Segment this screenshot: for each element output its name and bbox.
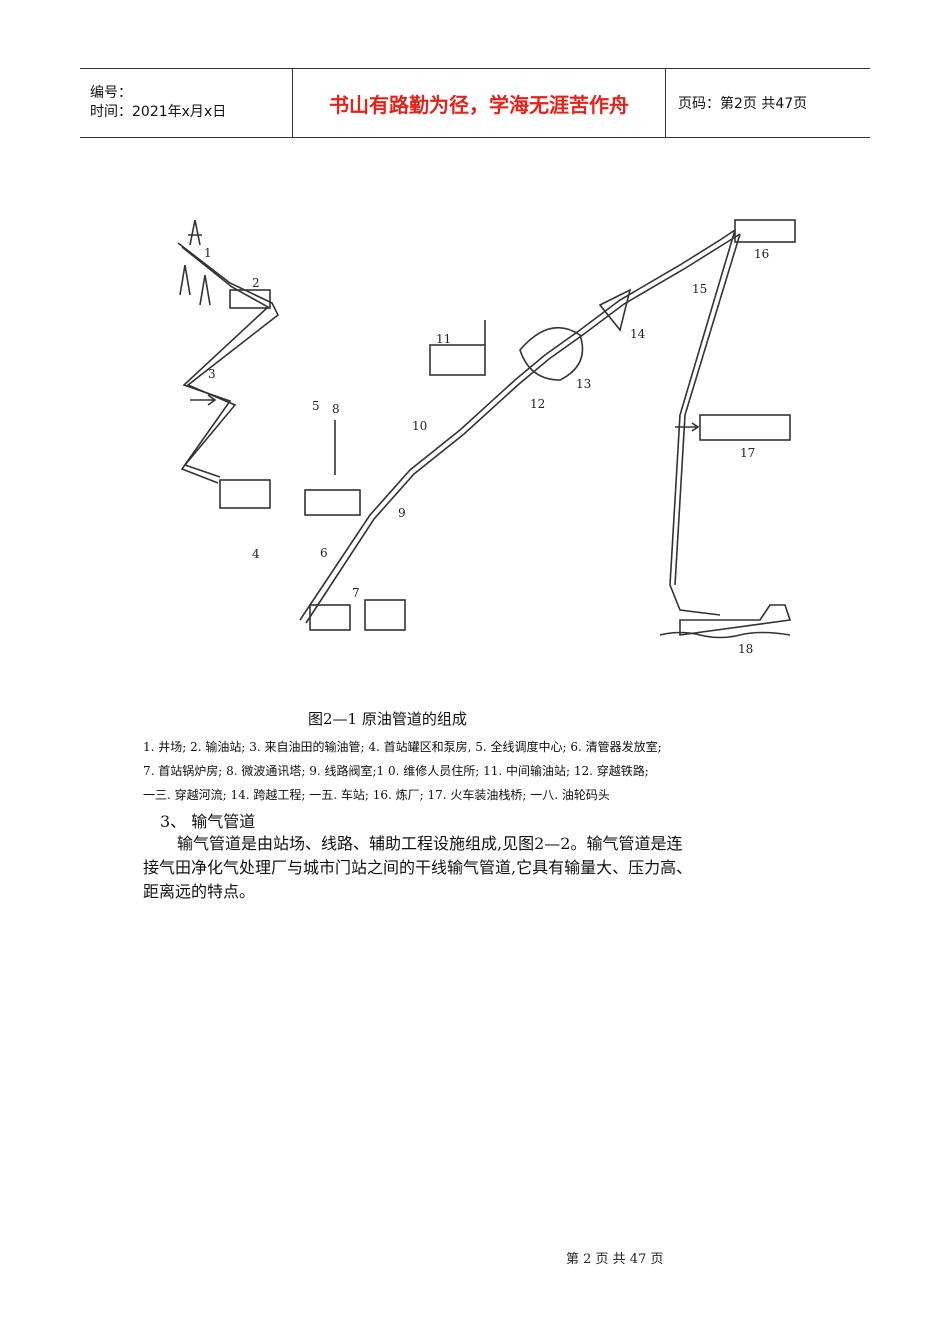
figure-label-8: 8	[332, 402, 340, 416]
control-center	[304, 489, 361, 516]
page-footer: 第 2 页 共 47 页	[566, 1252, 664, 1267]
paragraph-line-1: 输气管道是由站场、线路、辅助工程设施组成,见图2—2。输气管道是连	[177, 834, 683, 853]
page-header: 编号： 时间：2021年x月x日 书山有路勤为径，学海无涯苦作舟 页码：第2页 …	[80, 68, 870, 138]
paragraph-line-2: 接气田净化气处理厂与城市门站之间的干线输气管道,它具有输量大、压力高、	[143, 858, 693, 877]
legend-line-1: 1. 井场; 2. 输油站; 3. 来自油田的输油管; 4. 首站罐区和泵房, …	[143, 740, 662, 754]
figure-label-11: 11	[436, 332, 451, 346]
figure-label-17: 17	[740, 446, 755, 460]
figure-label-15: 15	[692, 282, 707, 296]
number-label: 编号：	[90, 85, 132, 101]
branch-pipeline	[669, 229, 736, 616]
date-label: 时间：2021年x月x日	[90, 104, 227, 120]
boiler-room-a	[309, 604, 351, 631]
pipeline-illustration: 1 2 3 4 5 6 7 8 9 10 11 12 13 14 15 16 1…	[160, 165, 810, 685]
legend-line-2: 7. 首站锅炉房; 8. 微波通讯塔; 9. 线路阀室;1 0. 维修人员住所;…	[143, 764, 649, 778]
figure-label-6: 6	[320, 546, 328, 560]
page-info-text: 页码：第2页 共47页	[678, 96, 808, 112]
figure-label-10: 10	[412, 419, 427, 433]
figure-legend: 1. 井场; 2. 输油站; 3. 来自油田的输油管; 4. 首站罐区和泵房, …	[143, 735, 823, 807]
tank-farm	[219, 479, 271, 509]
figure-label-14: 14	[630, 327, 646, 341]
bridge-span	[598, 288, 632, 332]
pipeline-drawing: 1 2 3 4 5 6 7 8 9 10 11 12 13 14 15 16 1…	[177, 219, 796, 656]
branch-arrow	[675, 422, 700, 432]
flow-arrow	[190, 394, 217, 406]
figure-label-3: 3	[208, 367, 216, 381]
header-page-info: 页码：第2页 共47页	[666, 69, 870, 137]
mid-station-11	[429, 344, 486, 376]
train-loading-trestle	[699, 414, 791, 441]
river-crossing	[519, 326, 584, 381]
legend-line-3: 一三. 穿越河流; 14. 跨越工程; 一五. 车站; 16. 炼厂; 17. …	[143, 788, 610, 802]
section-title: 3、 输气管道	[160, 812, 256, 831]
figure-label-7: 7	[352, 586, 360, 600]
trunk-pipeline-parallel	[305, 233, 741, 624]
figure-label-1: 1	[204, 246, 212, 260]
figure-label-5: 5	[312, 399, 320, 413]
oil-tanker	[679, 604, 792, 636]
figure-label-16: 16	[754, 247, 769, 261]
figure-label-12: 12	[530, 397, 545, 411]
figure-label-4: 4	[252, 547, 260, 561]
paragraph-line-3: 距离远的特点。	[143, 882, 256, 901]
figure-label-9: 9	[398, 506, 406, 520]
header-meta: 编号： 时间：2021年x月x日	[80, 69, 292, 137]
trunk-pipeline	[299, 229, 736, 621]
figure-label-13: 13	[576, 377, 591, 391]
oil-station-2	[229, 289, 271, 309]
branch-pipeline-parallel	[674, 233, 741, 586]
figure-caption: 图2—1 原油管道的组成	[308, 710, 467, 728]
header-motto: 书山有路勤为径，学海无涯苦作舟	[292, 69, 666, 137]
field-pipeline-parallel	[180, 246, 270, 484]
oil-well-c	[199, 274, 211, 306]
boiler-room-b	[364, 599, 406, 631]
oil-well-b	[179, 264, 191, 296]
oil-well-a	[188, 219, 202, 246]
figure-label-18: 18	[738, 642, 753, 656]
field-pipeline	[177, 242, 280, 478]
section-paragraph: 输气管道是由站场、线路、辅助工程设施组成,见图2—2。输气管道是连 接气田净化气…	[143, 832, 819, 904]
motto-text: 书山有路勤为径，学海无涯苦作舟	[329, 92, 629, 117]
refinery-16	[734, 219, 796, 243]
water-waves	[659, 631, 791, 639]
figure-label-2: 2	[252, 276, 260, 290]
